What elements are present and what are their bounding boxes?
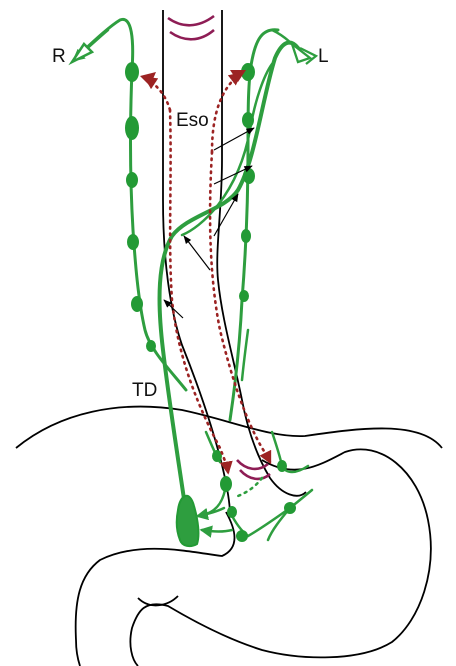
label-left: L (318, 46, 329, 67)
left-outflow-arrowhead-1 (292, 44, 310, 62)
gastric-node-1 (212, 450, 222, 462)
stomach-body (130, 449, 430, 666)
gastric-vessel-4 (248, 490, 312, 536)
arrow-eso-to-duct-lower (184, 236, 210, 270)
label-esophagus: Eso (176, 110, 209, 131)
right-node-3 (126, 172, 138, 188)
cisterna-chyli (177, 496, 199, 546)
label-thoracic-duct: TD (132, 380, 157, 401)
right-node-1 (125, 62, 139, 82)
left-node-4 (241, 229, 251, 243)
left-node-5 (239, 290, 249, 302)
left-node-3 (243, 168, 255, 184)
gastric-to-duct-2 (202, 530, 232, 532)
upper-peristalsis-arc-1 (168, 16, 214, 25)
left-lymph-vessel (230, 30, 278, 420)
upper-peristalsis-arc-2 (170, 30, 214, 39)
gastric-lymph-nodes (212, 450, 296, 542)
left-node-2 (242, 112, 254, 128)
gastric-node-2 (220, 476, 232, 492)
esophagus-outline (163, 10, 306, 515)
esophagus-left-wall (163, 10, 230, 515)
right-node-5 (131, 296, 143, 312)
submucosal-flow-up-left (212, 74, 240, 152)
gastric-node-3 (227, 506, 237, 518)
gastric-to-duct (198, 508, 224, 516)
gastric-node-5 (284, 502, 296, 514)
left-lower-branch (242, 330, 248, 380)
stomach-lower-curve (76, 512, 235, 666)
gastric-dotted-flow (238, 478, 262, 496)
right-node-6 (146, 340, 156, 352)
gastric-node-4 (236, 530, 248, 542)
diaphragm-line (16, 407, 442, 448)
submucosal-flow (146, 74, 270, 472)
submucosal-flow-down-2 (210, 152, 270, 462)
right-node-4 (127, 234, 139, 250)
stomach-outline (16, 407, 442, 666)
label-right: R (52, 46, 66, 67)
right-node-2 (125, 116, 139, 140)
gastric-node-6 (277, 460, 287, 472)
